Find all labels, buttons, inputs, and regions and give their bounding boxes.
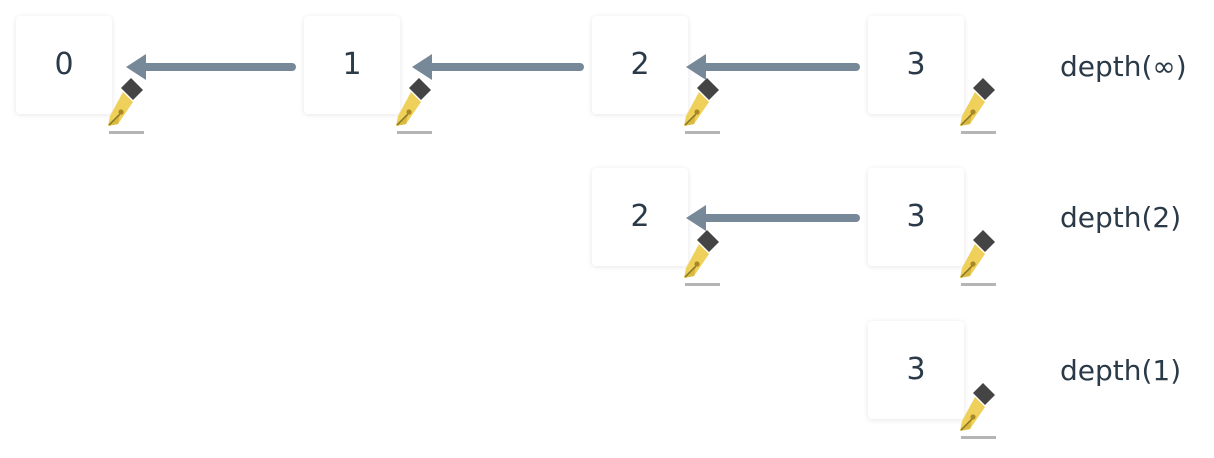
commit-number: 0 [54,47,74,82]
fountain-pen-icon [959,229,996,287]
commit-box-1: 1 [304,16,432,135]
commit-number: 2 [630,199,650,234]
commit-number: 2 [630,47,650,82]
commit-box-3: 3 [868,168,996,287]
commit-number: 3 [906,47,926,82]
commit-box-0: 0 [16,16,144,135]
commit-box-2: 2 [592,168,720,287]
commit-box-2: 2 [592,16,720,135]
commit-number: 3 [906,199,926,234]
arrow-1-to-0 [126,54,296,80]
arrow-3-to-2 [686,205,860,231]
commit-number: 3 [906,352,926,387]
fountain-pen-icon [959,77,996,135]
arrow-2-to-1 [412,54,584,80]
commit-box-3: 3 [868,321,996,440]
fountain-pen-icon [683,229,720,287]
commit-number: 1 [342,47,362,82]
depth-label-infinity: depth(∞) [1060,50,1187,83]
depth-label-2: depth(2) [1060,201,1182,234]
commit-box-3: 3 [868,16,996,135]
arrow-3-to-2 [686,54,860,80]
depth-label-1: depth(1) [1060,354,1182,387]
fountain-pen-icon [959,382,996,440]
